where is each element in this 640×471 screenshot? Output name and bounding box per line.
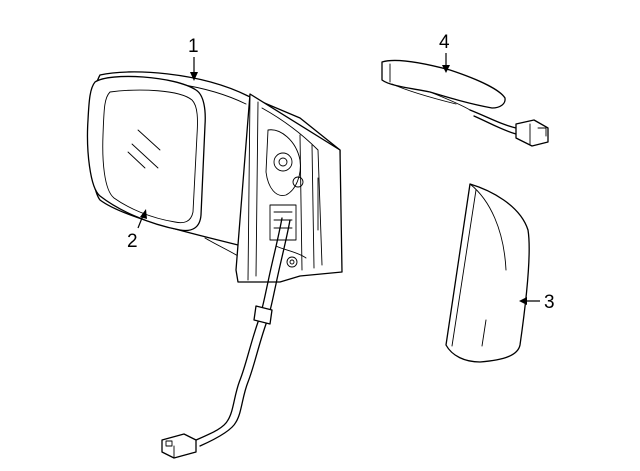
callout-2-label: 2 [127, 231, 138, 252]
callout-1: 1 [188, 36, 199, 81]
turn-signal-lamp[interactable] [381, 59, 549, 147]
callout-4: 4 [439, 32, 450, 73]
mirror-glass[interactable] [86, 75, 206, 232]
callout-4-label: 4 [439, 32, 450, 53]
mirror-cover[interactable] [445, 183, 530, 363]
callout-2: 2 [127, 209, 147, 252]
callout-3: 3 [519, 292, 555, 313]
callout-1-label: 1 [188, 36, 199, 57]
callout-3-label: 3 [544, 292, 555, 313]
